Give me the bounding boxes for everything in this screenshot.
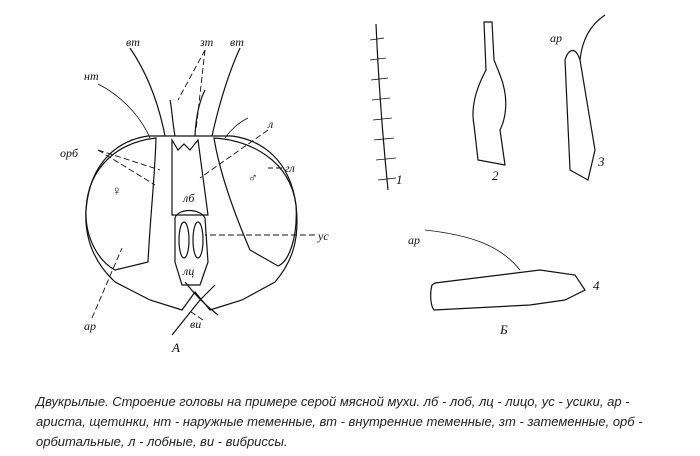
label-ar-top: ар (550, 31, 562, 45)
frons-stripe (171, 137, 209, 216)
label-lb: лб (182, 191, 195, 205)
label-lc: лц (182, 264, 194, 278)
leader-lines (91, 49, 315, 321)
panel-label-b: Б (499, 322, 508, 337)
face-plate (174, 209, 209, 286)
label-3: 3 (597, 154, 605, 169)
label-4: 4 (593, 278, 600, 293)
bristles-nt (97, 83, 249, 139)
antenna-3 (564, 14, 606, 181)
male-symbol: ♂ (248, 170, 258, 185)
antenna-4 (430, 269, 586, 311)
fly-head-illustration: вт зт вт нт орб л гл ♀ ♂ лб ус лц ар ви … (60, 14, 606, 355)
label-vt-left: вт (126, 35, 140, 49)
bristles-vt (129, 47, 241, 137)
label-vt-right: вт (230, 35, 244, 49)
label-gl: гл (285, 161, 295, 175)
antenna-right (192, 221, 204, 259)
figure-caption: Двукрылые. Строение головы на примере се… (36, 394, 643, 449)
feathered-arista (375, 23, 389, 191)
arista-4 (424, 229, 521, 271)
vibrissae (171, 281, 219, 336)
label-ar: ар (84, 319, 96, 333)
arista-hairs (369, 37, 397, 181)
label-1: 1 (396, 172, 403, 187)
label-ar-bottom: ар (408, 233, 420, 247)
label-us: ус (317, 229, 329, 243)
left-eye (85, 137, 157, 271)
label-2: 2 (492, 168, 499, 183)
label-zt: зт (199, 35, 214, 49)
antenna-left (178, 221, 190, 259)
label-orb: орб (60, 146, 79, 160)
label-vi: ви (190, 317, 201, 331)
head-front-view: вт зт вт нт орб л гл ♀ ♂ лб ус лц ар ви … (60, 35, 329, 355)
right-eye (213, 137, 297, 267)
female-symbol: ♀ (112, 183, 122, 198)
antenna-2 (472, 21, 507, 166)
panel-label-a: А (171, 340, 180, 355)
label-nt: нт (84, 69, 99, 83)
antenna-details: 1 2 ар 3 ар 4 Б (369, 14, 606, 337)
label-l: л (267, 117, 273, 131)
